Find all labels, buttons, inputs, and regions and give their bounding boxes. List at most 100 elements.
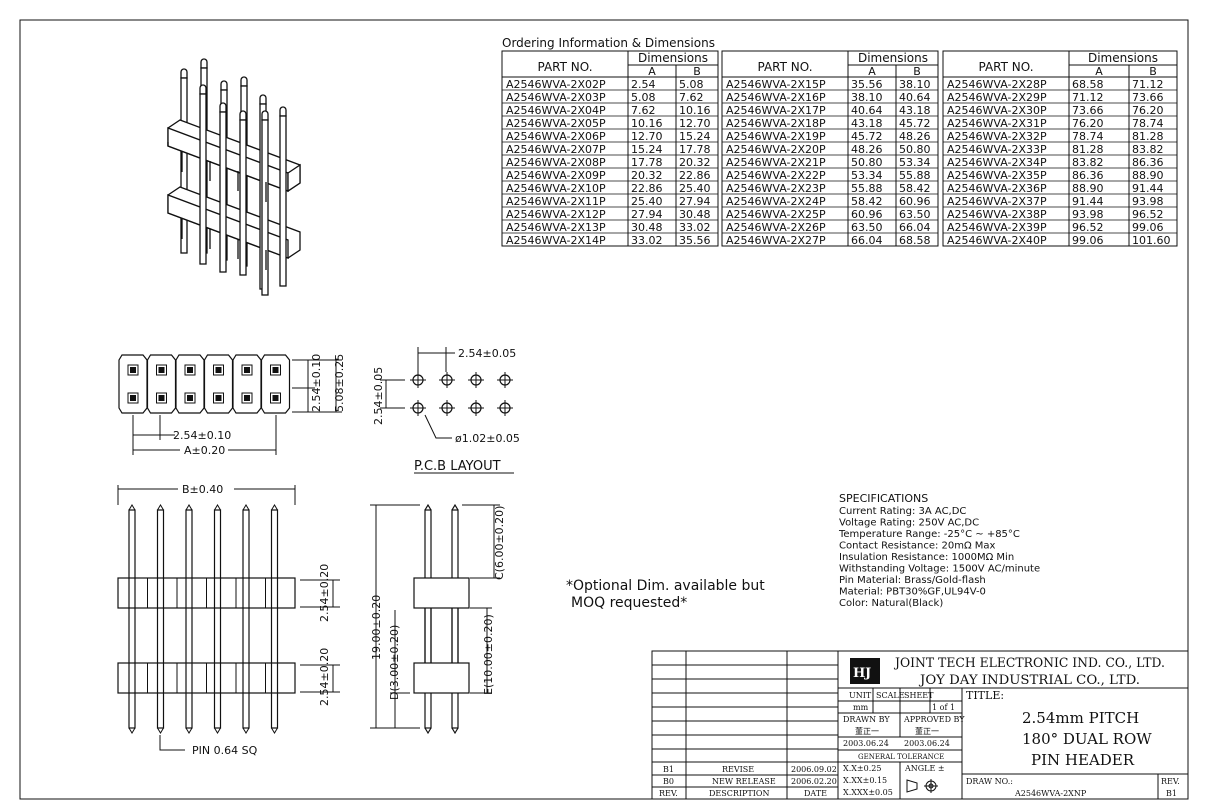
pcb-pitch-v: 2.54±0.05	[372, 367, 385, 425]
company-name-2: JOY DAY INDUSTRIAL CO., LTD.	[918, 673, 1140, 688]
ordering-title: Ordering Information & Dimensions	[502, 36, 715, 50]
table-row-dim-b: 83.82	[1132, 143, 1164, 156]
table-row-dim-a: 60.96	[851, 208, 883, 221]
table-row-part: A2546WVA-2X36P	[947, 182, 1047, 195]
spec-line: Temperature Range: -25°C ~ +85°C	[838, 529, 1020, 540]
table-row-dim-a: 25.40	[631, 195, 663, 208]
projection-symbol-icon	[906, 779, 938, 793]
table-row-part: A2546WVA-2X14P	[506, 234, 606, 247]
table-row-dim-b: 33.02	[679, 221, 711, 234]
side-view	[413, 503, 470, 735]
table-row-dim-a: 66.04	[851, 234, 883, 247]
table-row-dim-b: 48.26	[899, 130, 931, 143]
rev-hdr-date: DATE	[804, 789, 827, 798]
spec-line: Color: Natural(Black)	[839, 598, 943, 609]
rev-label: REV.	[1161, 777, 1180, 786]
table-row-part: A2546WVA-2X35P	[947, 169, 1047, 182]
iso-pins-front	[199, 84, 287, 296]
table-row-dim-a: 73.66	[1072, 104, 1104, 117]
table-row-dim-a: 27.94	[631, 208, 663, 221]
side-dim-d: D(3.00±0.20)	[388, 625, 401, 700]
table-row-dim-a: 68.58	[1072, 78, 1104, 91]
table-row-dim-a: 5.08	[631, 91, 656, 104]
front-pin-size: PIN 0.64 SQ	[192, 744, 258, 757]
table-row-dim-a: 38.10	[851, 91, 883, 104]
col-part-header: PART NO.	[978, 60, 1033, 74]
side-view-dims: 19.00±0.20 D(3.00±0.20) C(6.00±0.20) E(1…	[370, 504, 506, 729]
ordering-section: Ordering Information & Dimensions PART N…	[501, 36, 1178, 247]
table-row-dim-a: 10.16	[631, 117, 663, 130]
svg-text:J: J	[864, 666, 871, 681]
pcb-layout	[410, 372, 513, 416]
table-row-dim-a: 81.28	[1072, 143, 1104, 156]
table-row-dim-a: 99.06	[1072, 234, 1104, 247]
table-row-dim-a: 12.70	[631, 130, 663, 143]
table-row-dim-b: 81.28	[1132, 130, 1164, 143]
tolerance-1: X.X±0.25	[843, 764, 881, 773]
col-dims-header: Dimensions	[1088, 51, 1158, 65]
specifications: SPECIFICATIONS Current Rating: 3A AC,DCV…	[838, 492, 1040, 609]
spec-line: Current Rating: 3A AC,DC	[839, 506, 966, 517]
table-row-part: A2546WVA-2X12P	[506, 208, 606, 221]
rev-row-1-date: 2006.09.02	[791, 765, 837, 774]
title-line-2: 180° DUAL ROW	[1022, 730, 1152, 748]
side-dim-total: 19.00±0.20	[370, 595, 383, 660]
table-row-dim-b: 38.10	[899, 78, 931, 91]
company-name-1: JOINT TECH ELECTRONIC IND. CO., LTD.	[893, 656, 1165, 671]
title-line-3: PIN HEADER	[1031, 751, 1135, 769]
table-row-part: A2546WVA-2X15P	[726, 78, 826, 91]
table-row-part: A2546WVA-2X16P	[726, 91, 826, 104]
top-view-dims: 2.54±0.10 5.08±0.25 2.54±0.10 A±0.20	[132, 354, 346, 457]
table-row-dim-b: 22.86	[679, 169, 711, 182]
table-row-dim-b: 27.94	[679, 195, 711, 208]
table-row-part: A2546WVA-2X37P	[947, 195, 1047, 208]
table-row-part: A2546WVA-2X32P	[947, 130, 1047, 143]
table-row-part: A2546WVA-2X19P	[726, 130, 826, 143]
optional-note-line1: *Optional Dim. available but	[566, 578, 765, 594]
table-row-dim-b: 101.60	[1132, 234, 1171, 247]
title-block	[651, 650, 1189, 800]
side-dim-c: C(6.00±0.20)	[493, 506, 506, 580]
table-row-dim-b: 45.72	[899, 117, 931, 130]
front-pitch-v1: 2.54±0.20	[318, 564, 331, 622]
table-row-part: A2546WVA-2X25P	[726, 208, 826, 221]
sheet-border	[19, 19, 1189, 800]
table-row-dim-a: 88.90	[1072, 182, 1104, 195]
spec-line: Insulation Resistance: 1000MΩ Min	[839, 552, 1014, 563]
table-row-dim-a: 17.78	[631, 156, 663, 169]
table-row-dim-b: 66.04	[899, 221, 931, 234]
spec-line: Voltage Rating: 250V AC,DC	[839, 518, 979, 529]
table-row-dim-a: 55.88	[851, 182, 883, 195]
specs-title: SPECIFICATIONS	[839, 492, 928, 505]
tolerance-2: X.XX±0.15	[843, 776, 887, 785]
table-row-dim-b: 58.42	[899, 182, 931, 195]
table-row-dim-b: 43.18	[899, 104, 931, 117]
table-row-dim-a: 91.44	[1072, 195, 1104, 208]
col-dims-header: Dimensions	[638, 51, 708, 65]
table-row-dim-b: 40.64	[899, 91, 931, 104]
table-row-dim-b: 93.98	[1132, 195, 1164, 208]
table-row-dim-a: 93.98	[1072, 208, 1104, 221]
table-row-dim-a: 86.36	[1072, 169, 1104, 182]
front-view	[117, 504, 296, 734]
col-a-header: A	[648, 65, 656, 78]
side-dim-e: E(10.00±0.20)	[482, 614, 495, 695]
table-row-part: A2546WVA-2X05P	[506, 117, 606, 130]
table-row-dim-b: 50.80	[899, 143, 931, 156]
top-dim-a: A±0.20	[184, 444, 225, 457]
spec-line: Withstanding Voltage: 1500V AC/minute	[839, 564, 1040, 575]
table-row-part: A2546WVA-2X06P	[506, 130, 606, 143]
table-row-part: A2546WVA-2X13P	[506, 221, 606, 234]
table-row-part: A2546WVA-2X23P	[726, 182, 826, 195]
svg-text:H: H	[853, 666, 865, 681]
table-row-dim-b: 78.74	[1132, 117, 1164, 130]
table-row-part: A2546WVA-2X28P	[947, 78, 1047, 91]
spec-line: Material: PBT30%GF,UL94V-0	[839, 587, 986, 598]
top-pitch-v2: 5.08±0.25	[333, 354, 346, 412]
spec-line: Contact Resistance: 20mΩ Max	[839, 541, 996, 552]
col-a-header: A	[1095, 65, 1103, 78]
title-block-text: H J JOINT TECH ELECTRONIC IND. CO., LTD.…	[659, 656, 1180, 798]
pcb-title: P.C.B LAYOUT	[414, 459, 501, 474]
approved-by-name: 董正一	[915, 726, 939, 736]
table-row-dim-b: 20.32	[679, 156, 711, 169]
